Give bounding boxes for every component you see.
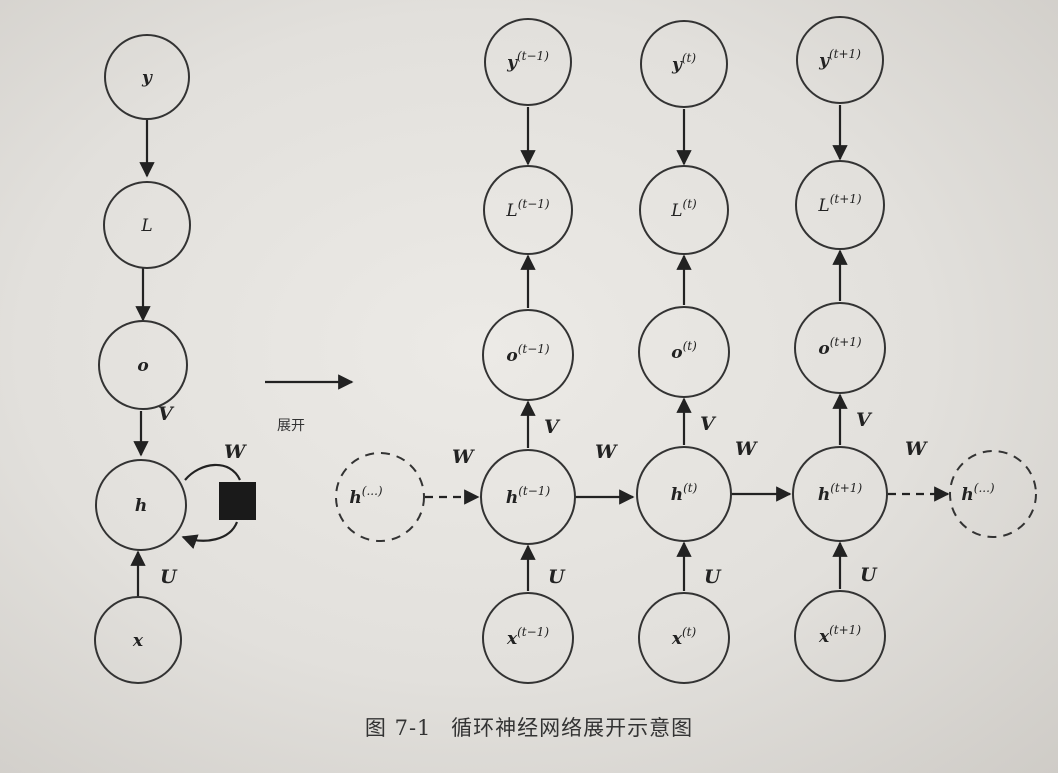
v-label-0: V xyxy=(544,416,561,438)
node-L-1 xyxy=(639,165,729,255)
node-y xyxy=(104,34,190,120)
node-h-2 xyxy=(792,446,888,542)
node-y-2 xyxy=(796,16,884,104)
unfold-label: 展开 xyxy=(277,418,305,434)
recurrent-loop-bottom xyxy=(181,521,239,549)
unrolled-column-1: y(t) L(t) o(t) h(t) x(t) V U xyxy=(636,20,732,684)
node-x-0 xyxy=(482,592,574,684)
node-x-1 xyxy=(638,592,730,684)
node-o xyxy=(98,320,188,410)
figure-number: 图 7-1 xyxy=(364,716,432,740)
unfold-arrow: 展开 xyxy=(265,374,354,434)
node-L-1-label: L(t) xyxy=(670,197,697,221)
unrolled-columns: y(t−1) L(t−1) o(t−1) h(t−1) x(t−1) V Uy(t) L(t)… xyxy=(480,16,888,684)
node-L xyxy=(103,181,191,269)
node-h-next xyxy=(949,450,1037,538)
v-label-2: V xyxy=(856,409,873,431)
node-o-0-label: o(t−1) xyxy=(506,342,550,366)
node-h-2-label: h(t+1) xyxy=(818,481,863,505)
node-y-1 xyxy=(640,20,728,108)
unrolled-column-2: y(t+1) L(t+1) o(t+1) h(t+1) x(t+1) V U xyxy=(792,16,888,682)
node-o-1-label: o(t) xyxy=(671,339,697,363)
node-x xyxy=(94,596,182,684)
node-y-2-label: y(t+1) xyxy=(818,47,861,71)
w-label-2: W xyxy=(735,438,758,460)
node-h xyxy=(95,459,187,551)
u-label-2: U xyxy=(860,564,878,586)
node-L-2 xyxy=(795,160,885,250)
edge-label-V: V xyxy=(158,403,175,425)
node-h-1 xyxy=(636,446,732,542)
u-label-0: U xyxy=(548,566,566,588)
node-x-label: x xyxy=(132,631,144,651)
node-h-0-label: h(t−1) xyxy=(506,484,551,508)
node-y-label: y xyxy=(141,68,153,88)
unrolled-graph: h(...) h(...) W W W W y(t−1) L(t−1) o(t−1)… xyxy=(335,16,1037,684)
node-o-2 xyxy=(794,302,886,394)
edge-label-U: U xyxy=(160,566,178,588)
figure-caption: 图 7-1 循环神经网络展开示意图 xyxy=(0,712,1058,742)
unrolled-column-0: y(t−1) L(t−1) o(t−1) h(t−1) x(t−1) V U xyxy=(480,18,576,684)
edge-label-W: W xyxy=(224,441,247,463)
u-label-1: U xyxy=(704,566,722,588)
node-h-0 xyxy=(480,449,576,545)
node-L-0 xyxy=(483,165,573,255)
v-label-1: V xyxy=(700,413,717,435)
node-L-0-label: L(t−1) xyxy=(505,197,549,221)
delay-square-icon xyxy=(219,482,256,520)
node-o-1 xyxy=(638,306,730,398)
node-h-next-label: h(...) xyxy=(961,481,995,505)
node-x-1-label: x(t) xyxy=(671,625,697,649)
w-label-0: W xyxy=(452,446,475,468)
node-o-0 xyxy=(482,309,574,401)
node-y-1-label: y(t) xyxy=(671,51,696,75)
node-x-2 xyxy=(794,590,886,682)
node-x-0-label: x(t−1) xyxy=(506,625,549,649)
w-label-1: W xyxy=(595,441,618,463)
node-h-prev-label: h(...) xyxy=(349,484,383,508)
node-x-2-label: x(t+1) xyxy=(818,623,861,647)
node-y-0-label: y(t−1) xyxy=(506,49,549,73)
node-L-label: L xyxy=(140,216,152,236)
node-y-0 xyxy=(484,18,572,106)
recurrent-loop-top xyxy=(184,463,242,481)
node-o-label: o xyxy=(137,356,148,376)
w-label-3: W xyxy=(905,438,928,460)
node-L-2-label: L(t+1) xyxy=(817,192,861,216)
folded-graph: y L o h x V U W xyxy=(94,34,256,684)
node-h-1-label: h(t) xyxy=(671,481,698,505)
node-h-prev xyxy=(335,452,425,542)
figure-title: 循环神经网络展开示意图 xyxy=(451,716,694,740)
node-o-2-label: o(t+1) xyxy=(818,335,862,359)
node-h-label: h xyxy=(135,496,147,516)
